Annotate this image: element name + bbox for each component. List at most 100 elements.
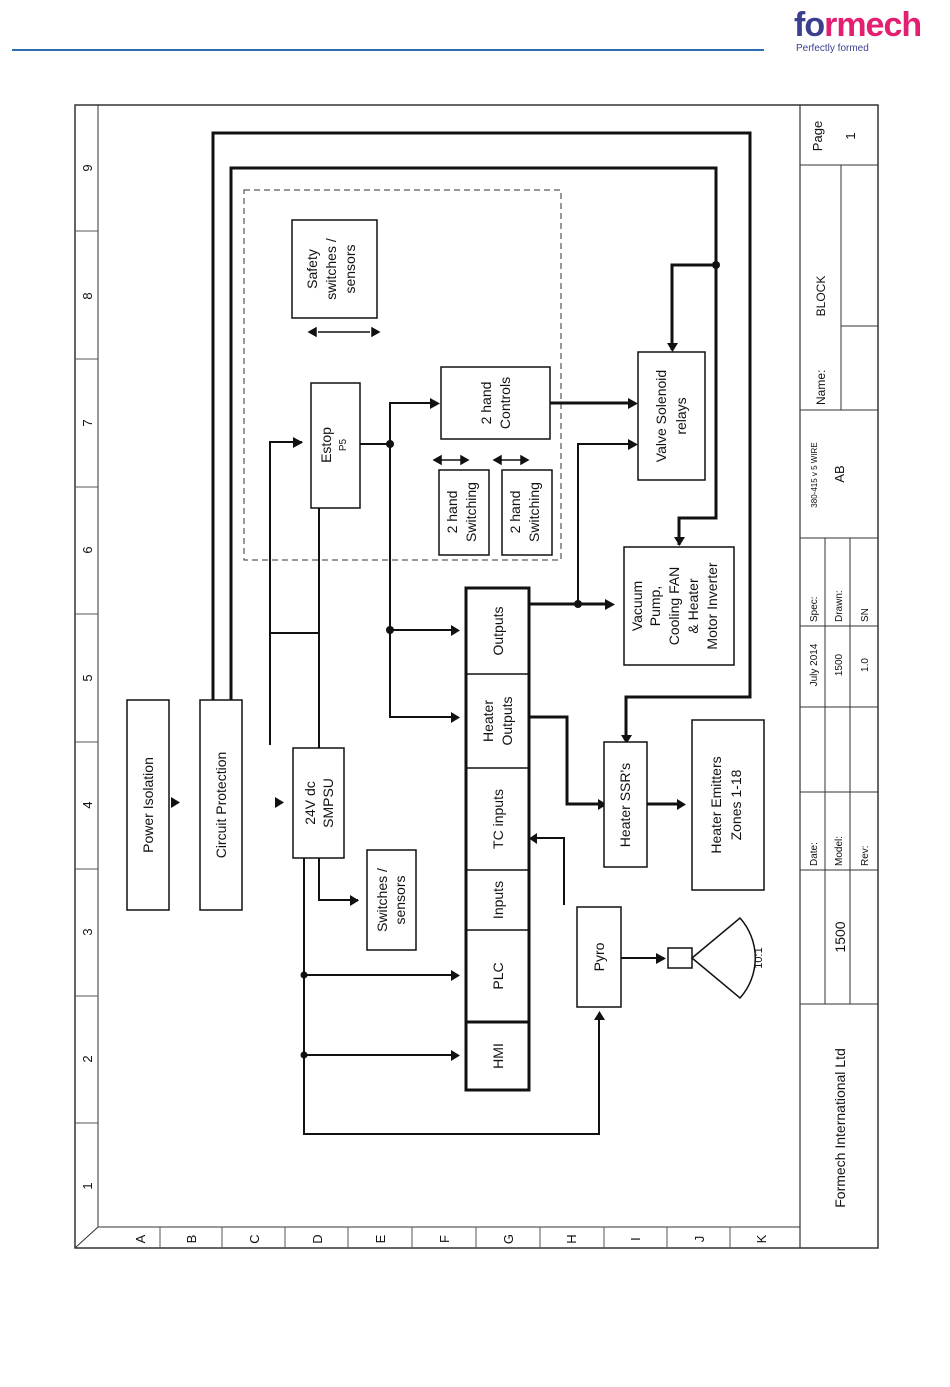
row-label-j: J <box>692 1236 707 1243</box>
row-label-h: H <box>564 1234 579 1243</box>
smpsu-label-2: SMPSU <box>320 778 336 828</box>
title-block-grid <box>800 164 878 1005</box>
switches-sensors-block <box>366 849 417 951</box>
vacuum-label-4: & Heater <box>685 578 701 634</box>
power-isolation-block <box>126 699 170 911</box>
name-value: BLOCK <box>814 276 828 317</box>
col-label-2: 2 <box>80 1055 95 1062</box>
col-label-5: 5 <box>80 674 95 681</box>
logo-part2: rmech <box>824 6 922 44</box>
valve-solenoid-label-1: Valve Solenoid <box>653 370 669 462</box>
two-hand-switching-block-1 <box>438 469 490 556</box>
power-isolation-label: Power Isolation <box>140 757 156 853</box>
smpsu-label-1: 24V dc <box>302 781 318 825</box>
row-label-e: E <box>373 1234 388 1243</box>
switches-sensors-label-2: sensors <box>392 875 408 924</box>
row-label-c: C <box>247 1234 262 1243</box>
date-value: July 2014 <box>809 643 820 686</box>
drawn-label: Drawn: <box>834 590 845 622</box>
row-label-d: D <box>310 1234 325 1243</box>
two-hand-switching-1-label-2: Switching <box>463 482 479 542</box>
vacuum-pump-block <box>623 546 735 666</box>
inputs-label: Inputs <box>490 881 506 919</box>
drawn-value-2: SN <box>860 608 871 622</box>
pyro-block <box>576 906 622 1008</box>
heater-ssr-label: Heater SSR's <box>617 763 633 847</box>
row-label-b: B <box>184 1235 199 1244</box>
hmi-label: HMI <box>490 1043 506 1069</box>
lens-block <box>667 947 693 969</box>
rev-value: 1.0 <box>860 658 871 672</box>
row-label-f: F <box>437 1235 452 1243</box>
col-label-9: 9 <box>80 164 95 171</box>
spec-value: 380-415 v 5 WIRE <box>810 442 819 507</box>
row-label-i: I <box>628 1237 643 1241</box>
logo-part1: fo <box>794 6 825 44</box>
col-label-4: 4 <box>80 801 95 808</box>
model-value: 1500 <box>834 653 845 676</box>
header-rule <box>12 49 764 51</box>
estop-label: Estop <box>318 427 334 463</box>
wiring-thin <box>269 402 664 1135</box>
safety-label-3: sensors <box>342 244 358 293</box>
valve-solenoid-label-2: relays <box>673 397 689 434</box>
vacuum-label-2: Pump, <box>647 586 663 626</box>
plc-label: PLC <box>490 962 506 989</box>
heater-emitters-label-1: Heater Emitters <box>708 756 724 853</box>
formech-logo: formech Perfectly formed <box>794 6 944 56</box>
safety-label-1: Safety <box>304 249 320 289</box>
outputs-label: Outputs <box>490 606 506 655</box>
heater-outputs-label-1: Heater <box>480 700 496 742</box>
grid-ticks <box>75 230 731 1248</box>
col-label-1: 1 <box>80 1182 95 1189</box>
valve-solenoid-block <box>637 351 706 481</box>
bidirectional-links <box>307 326 530 466</box>
page-label: Page <box>810 121 825 151</box>
lens-ratio-label: 10:1 <box>753 947 765 968</box>
pyro-label: Pyro <box>591 942 607 971</box>
junction-dots <box>300 261 720 1059</box>
lens-cone <box>690 916 757 1000</box>
two-hand-controls-label-2: Controls <box>497 377 513 429</box>
safety-region <box>243 189 562 561</box>
row-label-a: A <box>133 1234 148 1243</box>
switches-sensors-label-1: Switches / <box>374 868 390 932</box>
two-hand-controls-block <box>440 366 551 440</box>
model-number: 1500 <box>832 921 848 952</box>
vacuum-label-5: Motor Inverter <box>704 562 720 649</box>
estop-block <box>310 382 361 509</box>
heater-ssr-block <box>603 741 648 868</box>
plc-module <box>464 586 531 1092</box>
two-hand-switching-2-label-1: 2 hand <box>507 491 523 534</box>
safety-label-2: switches / <box>323 238 339 300</box>
vacuum-label-3: Cooling FAN <box>666 567 682 646</box>
row-label-g: G <box>501 1234 516 1244</box>
estop-sub-label: P5 <box>338 438 349 451</box>
logo-wordmark: formech <box>794 6 944 45</box>
heater-emitters-block <box>691 719 765 891</box>
two-hand-controls-label-1: 2 hand <box>478 382 494 425</box>
spec-label: Spec: <box>809 596 820 622</box>
arrowheads <box>171 343 686 1061</box>
two-hand-switching-1-label-1: 2 hand <box>444 491 460 534</box>
heater-outputs-label-2: Outputs <box>499 696 515 745</box>
two-hand-switching-2-label-2: Switching <box>526 482 542 542</box>
date-label: Date: <box>809 842 820 866</box>
company-name: Formech International Ltd <box>832 1048 848 1208</box>
tc-inputs-label: TC inputs <box>490 789 506 849</box>
heater-emitters-label-2: Zones 1-18 <box>728 769 744 840</box>
col-label-6: 6 <box>80 546 95 553</box>
row-label-k: K <box>754 1234 769 1243</box>
smpsu-block <box>292 747 345 859</box>
circuit-protection-label: Circuit Protection <box>213 752 229 859</box>
wiring-thick <box>211 131 752 806</box>
col-label-7: 7 <box>80 419 95 426</box>
drawn-value: AB <box>832 465 847 482</box>
name-label: Name: <box>814 370 828 405</box>
two-hand-switching-block-2 <box>501 469 553 556</box>
page-value: 1 <box>843 132 858 139</box>
col-label-8: 8 <box>80 292 95 299</box>
circuit-protection-block <box>199 699 243 911</box>
logo-tagline: Perfectly formed <box>796 43 869 54</box>
